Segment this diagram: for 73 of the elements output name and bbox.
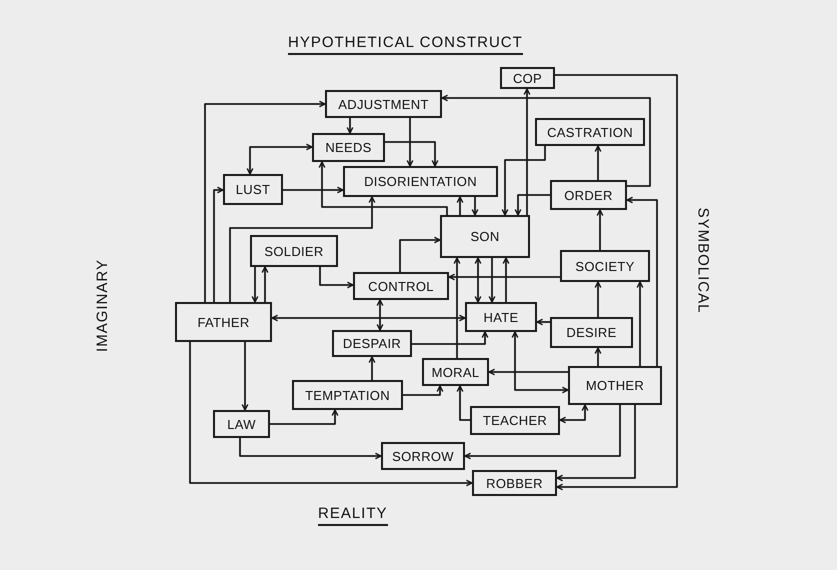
- concept-box: CONTROL: [353, 272, 449, 300]
- arrow: [448, 274, 560, 280]
- arrow: [594, 281, 602, 317]
- concept-box: TEMPTATION: [292, 380, 403, 410]
- arrow: [262, 266, 268, 302]
- arrow: [594, 145, 602, 180]
- arrow: [464, 405, 621, 460]
- concept-box: MORAL: [422, 358, 489, 386]
- arrow: [454, 257, 460, 358]
- arrow: [376, 299, 384, 331]
- arrow: [472, 197, 478, 216]
- arrow: [626, 196, 658, 366]
- concept-box: SOLDIER: [250, 235, 338, 267]
- arrow: [385, 141, 438, 167]
- concept-box: COP: [500, 67, 555, 89]
- arrow: [488, 258, 496, 303]
- arrow: [283, 186, 344, 194]
- arrow: [229, 196, 376, 302]
- concept-box: CASTRATION: [535, 118, 645, 146]
- concept-box: LUST: [223, 174, 283, 205]
- arrow: [524, 88, 530, 215]
- arrow: [636, 281, 644, 366]
- concept-box: HATE: [465, 302, 537, 332]
- concept-box: SORROW: [381, 442, 465, 470]
- arrow: [346, 118, 354, 134]
- axis-label: REALITY: [318, 505, 388, 526]
- arrow: [271, 314, 466, 322]
- concept-box: DISORIENTATION: [343, 166, 498, 197]
- concept-box: DESIRE: [550, 317, 633, 348]
- arrow: [406, 118, 414, 167]
- arrow: [189, 342, 473, 486]
- arrow: [488, 368, 568, 376]
- arrow: [239, 438, 382, 460]
- arrow: [536, 318, 550, 326]
- arrow: [502, 146, 546, 216]
- arrow: [319, 267, 354, 288]
- arrow: [270, 409, 338, 425]
- arrow: [556, 405, 636, 482]
- concept-box: FATHER: [175, 302, 272, 342]
- arrow: [559, 404, 588, 424]
- arrow: [596, 209, 604, 250]
- concept-box: LAW: [213, 410, 270, 438]
- arrow: [252, 267, 258, 303]
- concept-box: ORDER: [550, 180, 627, 210]
- concept-box: DESPAIR: [332, 330, 412, 357]
- axis-label: SYMBOLICAL: [694, 208, 712, 314]
- concept-box: TEACHER: [470, 406, 560, 435]
- arrow: [213, 186, 224, 302]
- arrow: [502, 257, 510, 302]
- arrow: [368, 356, 376, 380]
- axis-label: IMAGINARY: [94, 259, 111, 352]
- concept-box: SOCIETY: [560, 250, 650, 282]
- arrow: [456, 196, 464, 215]
- arrow: [514, 194, 550, 216]
- arrow: [474, 257, 482, 303]
- arrow: [399, 236, 441, 272]
- concept-box: ROBBER: [472, 470, 557, 496]
- arrow: [412, 331, 488, 345]
- arrow: [403, 385, 444, 396]
- arrow: [441, 94, 651, 187]
- arrow: [204, 100, 326, 302]
- arrow: [246, 144, 313, 175]
- concept-box: ADJUSTMENT: [325, 90, 442, 118]
- axis-label: HYPOTHETICAL CONSTRUCT: [288, 34, 523, 55]
- arrow: [555, 74, 678, 490]
- concept-box: MOTHER: [568, 366, 662, 405]
- arrow: [456, 385, 470, 421]
- arrow: [318, 161, 448, 215]
- concept-box: SON: [440, 215, 530, 258]
- arrow: [512, 331, 569, 394]
- arrow: [594, 347, 602, 366]
- arrow: [242, 342, 248, 411]
- concept-box: NEEDS: [312, 133, 385, 162]
